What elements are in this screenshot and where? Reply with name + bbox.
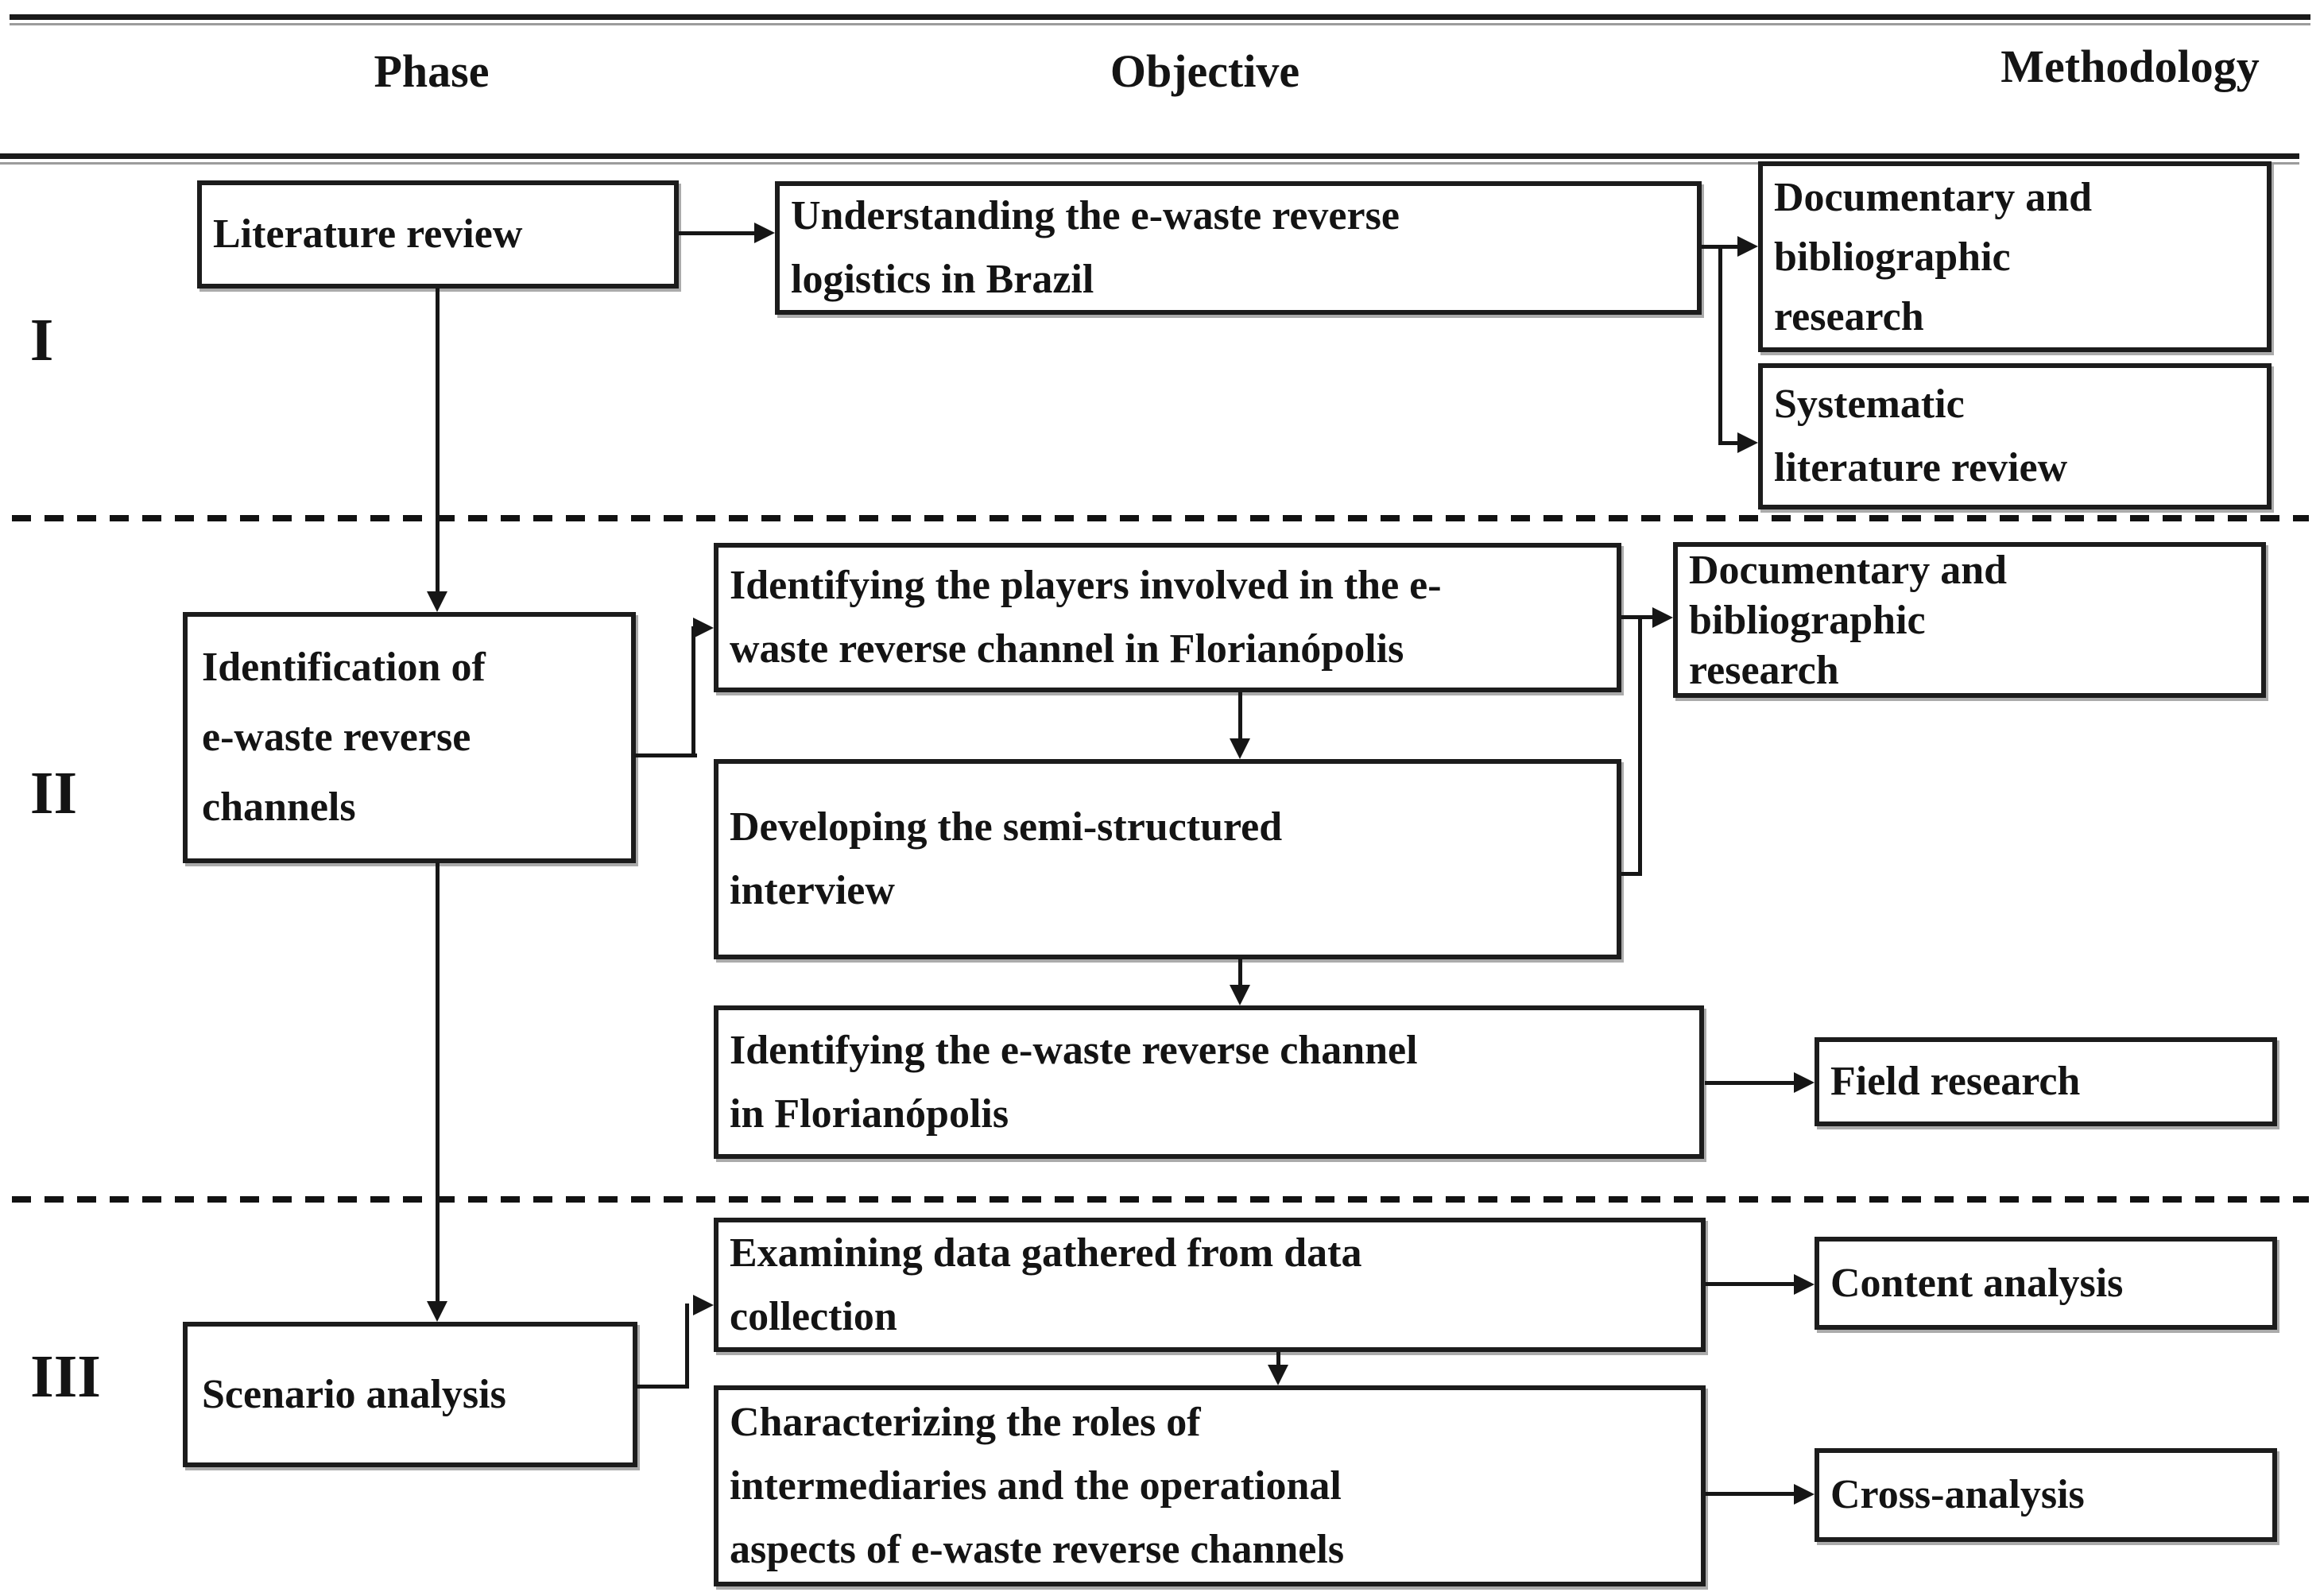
methodology-box-documentary-1: Documentary and bibliographic research xyxy=(1758,161,2272,352)
column-header-phase: Phase xyxy=(374,45,490,97)
methodology-box-field-research: Field research xyxy=(1815,1037,2277,1126)
column-header-objective: Objective xyxy=(1110,45,1300,97)
elbow-identification-to-players-vline xyxy=(691,626,695,757)
box-text-line: Characterizing the roles of xyxy=(730,1399,1201,1445)
box-text-line: Identifying the e-waste reverse channel xyxy=(730,1027,1418,1073)
phase-numeral-2: II xyxy=(29,760,78,827)
box-text-line: Identification of xyxy=(202,645,486,690)
phase-numeral-3: III xyxy=(30,1343,101,1410)
arrow-literature-to-identification-line xyxy=(436,288,440,593)
arrow-players-to-developing-line xyxy=(1238,692,1242,740)
phase-box-scenario-analysis: Scenario analysis xyxy=(183,1322,637,1467)
box-text-line: collection xyxy=(730,1293,897,1339)
methodology-box-cross-analysis: Cross-analysis xyxy=(1815,1448,2277,1542)
methodology-box-systematic-review: Systematic literature review xyxy=(1758,363,2272,509)
header-rule-echo xyxy=(0,162,2299,165)
phase-divider-2 xyxy=(12,1196,2309,1203)
box-text-line: literature review xyxy=(1774,445,2068,490)
elbow-identification-to-players-hline xyxy=(634,753,697,757)
top-rule-echo xyxy=(10,23,2310,25)
box-text-line: interview xyxy=(730,868,895,913)
arrow-characterizing-to-cross-head xyxy=(1794,1484,1815,1505)
box-text-line: aspects of e-waste reverse channels xyxy=(730,1526,1345,1572)
arrow-characterizing-to-cross-line xyxy=(1706,1492,1795,1496)
box-text-line: Documentary and xyxy=(1689,547,2008,593)
box-text-line: channels xyxy=(202,784,356,830)
objective-box-understanding: Understanding the e-waste reverse logist… xyxy=(775,181,1702,315)
arrow-examining-to-characterizing-line xyxy=(1276,1352,1280,1368)
arrow-developing-to-identifying-channel-head xyxy=(1230,985,1250,1005)
phase-box-identification: Identification of e-waste reverse channe… xyxy=(183,612,636,863)
arrow-examining-to-characterizing-head xyxy=(1268,1365,1288,1385)
arrow-developing-to-identifying-channel-line xyxy=(1238,959,1242,986)
box-text-line: research xyxy=(1689,647,1839,693)
box-text-line: Systematic xyxy=(1774,382,1965,427)
elbow-scenario-to-examining-hline xyxy=(636,1385,689,1389)
box-text-line: waste reverse channel in Florianópolis xyxy=(730,626,1404,672)
objective-box-identifying-channel: Identifying the e-waste reverse channel … xyxy=(714,1005,1704,1159)
box-text-line: intermediaries and the operational xyxy=(730,1462,1342,1509)
objective-box-characterizing-roles: Characterizing the roles of intermediari… xyxy=(714,1385,1706,1586)
top-rule xyxy=(10,14,2310,20)
branch-understanding-to-systematic-vline xyxy=(1718,245,1722,445)
arrow-literature-to-identification-head xyxy=(427,591,447,612)
methodology-box-documentary-2: Documentary and bibliographic research xyxy=(1673,542,2266,698)
arrow-identification-to-scenario-line xyxy=(436,862,440,1303)
box-text-line: Cross-analysis xyxy=(1830,1472,2085,1517)
arrow-players-to-developing-head xyxy=(1230,738,1250,759)
box-text-line: Field research xyxy=(1830,1059,2081,1104)
elbow-scenario-to-examining-head xyxy=(693,1295,714,1315)
arrow-literature-to-understanding-line xyxy=(679,231,756,235)
box-text-line: bibliographic xyxy=(1689,597,1926,643)
arrow-examining-to-content-head xyxy=(1794,1274,1815,1295)
branch-understanding-to-systematic-hline xyxy=(1718,441,1739,445)
box-text-line: bibliographic xyxy=(1774,234,2011,280)
branch-developing-to-documentary2-hline xyxy=(1621,872,1642,876)
methodology-box-content-analysis: Content analysis xyxy=(1815,1237,2277,1330)
arrow-players-to-documentary2-line xyxy=(1621,615,1654,619)
box-text-line: Documentary and xyxy=(1774,174,2093,220)
elbow-identification-to-players-head xyxy=(693,618,714,638)
box-text-line: logistics in Brazil xyxy=(791,257,1094,302)
arrow-players-to-documentary2-head xyxy=(1652,607,1673,628)
phase-numeral-1: I xyxy=(29,307,54,374)
arrow-identifying-channel-to-field-head xyxy=(1794,1072,1815,1093)
column-header-methodology: Methodology xyxy=(2000,41,2260,92)
box-text-line: Identifying the players involved in the … xyxy=(730,563,1442,608)
arrow-literature-to-understanding-head xyxy=(754,223,775,243)
box-text-line: Understanding the e-waste reverse xyxy=(791,193,1400,238)
arrow-examining-to-content-line xyxy=(1706,1282,1795,1286)
branch-understanding-to-systematic-head xyxy=(1737,432,1758,453)
arrow-understanding-to-documentary1-head xyxy=(1737,236,1758,257)
arrow-identification-to-scenario-head xyxy=(427,1301,447,1322)
box-text-line: Examining data gathered from data xyxy=(730,1230,1362,1276)
box-text-line: in Florianópolis xyxy=(730,1090,1009,1137)
objective-box-developing-interview: Developing the semi-structured interview xyxy=(714,759,1621,959)
box-text-line: research xyxy=(1774,293,1924,339)
branch-developing-to-documentary2-vline xyxy=(1638,615,1642,876)
box-text-line: Scenario analysis xyxy=(202,1371,506,1417)
phase-box-literature-review: Literature review xyxy=(197,180,679,289)
header-rule xyxy=(0,153,2299,159)
box-text-line: Literature review xyxy=(213,211,523,257)
objective-box-identifying-players: Identifying the players involved in the … xyxy=(714,543,1621,692)
box-text-line: Developing the semi-structured xyxy=(730,804,1283,850)
box-text-line: Content analysis xyxy=(1830,1260,2124,1306)
elbow-scenario-to-examining-vline xyxy=(685,1304,689,1389)
arrow-identifying-channel-to-field-line xyxy=(1705,1081,1795,1085)
box-text-line: e-waste reverse xyxy=(202,715,471,760)
objective-box-examining-data: Examining data gathered from data collec… xyxy=(714,1218,1706,1352)
phase-divider-1 xyxy=(12,515,2309,521)
